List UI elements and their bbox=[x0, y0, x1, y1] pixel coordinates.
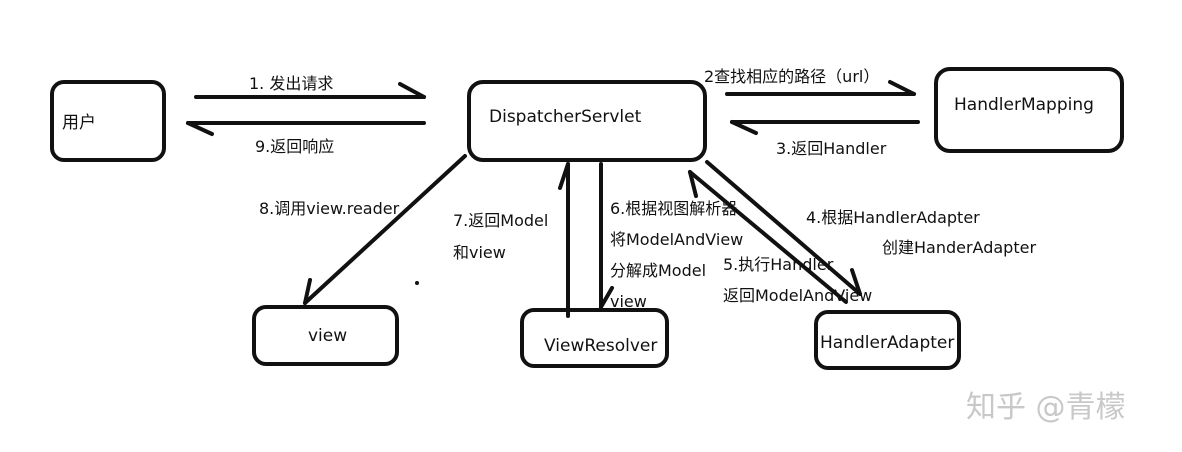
node-dispatcher-servlet-label: DispatcherServlet bbox=[489, 107, 642, 127]
label-step7-line2: 和view bbox=[453, 243, 506, 262]
label-step4-line1: 4.根据HandlerAdapter bbox=[806, 208, 980, 227]
label-step7-line1: 7.返回Model bbox=[453, 211, 548, 230]
node-handler-mapping: HandlerMapping bbox=[934, 67, 1124, 153]
label-step5-line1: 5.执行Handler bbox=[723, 255, 834, 274]
label-step3: 3.返回Handler bbox=[776, 139, 887, 158]
label-step6-line2: 将ModelAndView bbox=[610, 230, 743, 249]
node-view-label: view bbox=[308, 326, 347, 346]
node-dispatcher-servlet-box bbox=[467, 80, 707, 162]
arrow-step9 bbox=[186, 121, 426, 136]
label-step9: 9.返回响应 bbox=[255, 137, 334, 156]
label-step6-line3: 分解成Model bbox=[610, 261, 706, 280]
arrow-step7 bbox=[558, 162, 570, 318]
label-step1: 1. 发出请求 bbox=[249, 74, 333, 93]
arrow-step6 bbox=[599, 162, 614, 309]
node-handler-adapter-box bbox=[814, 310, 961, 370]
label-step6-line4: view bbox=[610, 292, 647, 311]
node-view-resolver: ViewResolver bbox=[520, 308, 669, 368]
node-user-label: 用户 bbox=[62, 113, 96, 133]
arrow-step2 bbox=[725, 80, 916, 96]
label-step8: 8.调用view.reader bbox=[259, 199, 400, 218]
node-view-resolver-box bbox=[520, 308, 669, 368]
node-user-box bbox=[50, 80, 166, 162]
label-step5-line2: 返回ModelAndView bbox=[723, 286, 872, 305]
label-step4-line2: 创建HanderAdapter bbox=[882, 238, 1036, 257]
label-step6-line1: 6.根据视图解析器 bbox=[610, 199, 737, 218]
arrow-step8 bbox=[303, 154, 467, 305]
node-handler-mapping-box bbox=[934, 67, 1124, 153]
node-user: 用户 bbox=[50, 80, 166, 162]
node-dispatcher-servlet: DispatcherServlet bbox=[467, 80, 707, 162]
node-handler-adapter: HandlerAdapter bbox=[814, 310, 961, 370]
arrow-step5 bbox=[688, 170, 848, 304]
watermark: 知乎 @青檬 bbox=[966, 390, 1126, 425]
node-view-resolver-label: ViewResolver bbox=[544, 336, 657, 356]
node-view: view bbox=[252, 305, 399, 366]
arrow-step4 bbox=[705, 160, 862, 296]
stray-dot bbox=[415, 281, 419, 285]
arrow-step3 bbox=[730, 120, 920, 135]
label-step2: 2查找相应的路径（url） bbox=[704, 67, 879, 86]
arrow-step1 bbox=[194, 82, 426, 99]
node-handler-mapping-label: HandlerMapping bbox=[954, 95, 1094, 115]
node-handler-adapter-label: HandlerAdapter bbox=[820, 333, 954, 353]
node-view-box bbox=[252, 305, 399, 366]
